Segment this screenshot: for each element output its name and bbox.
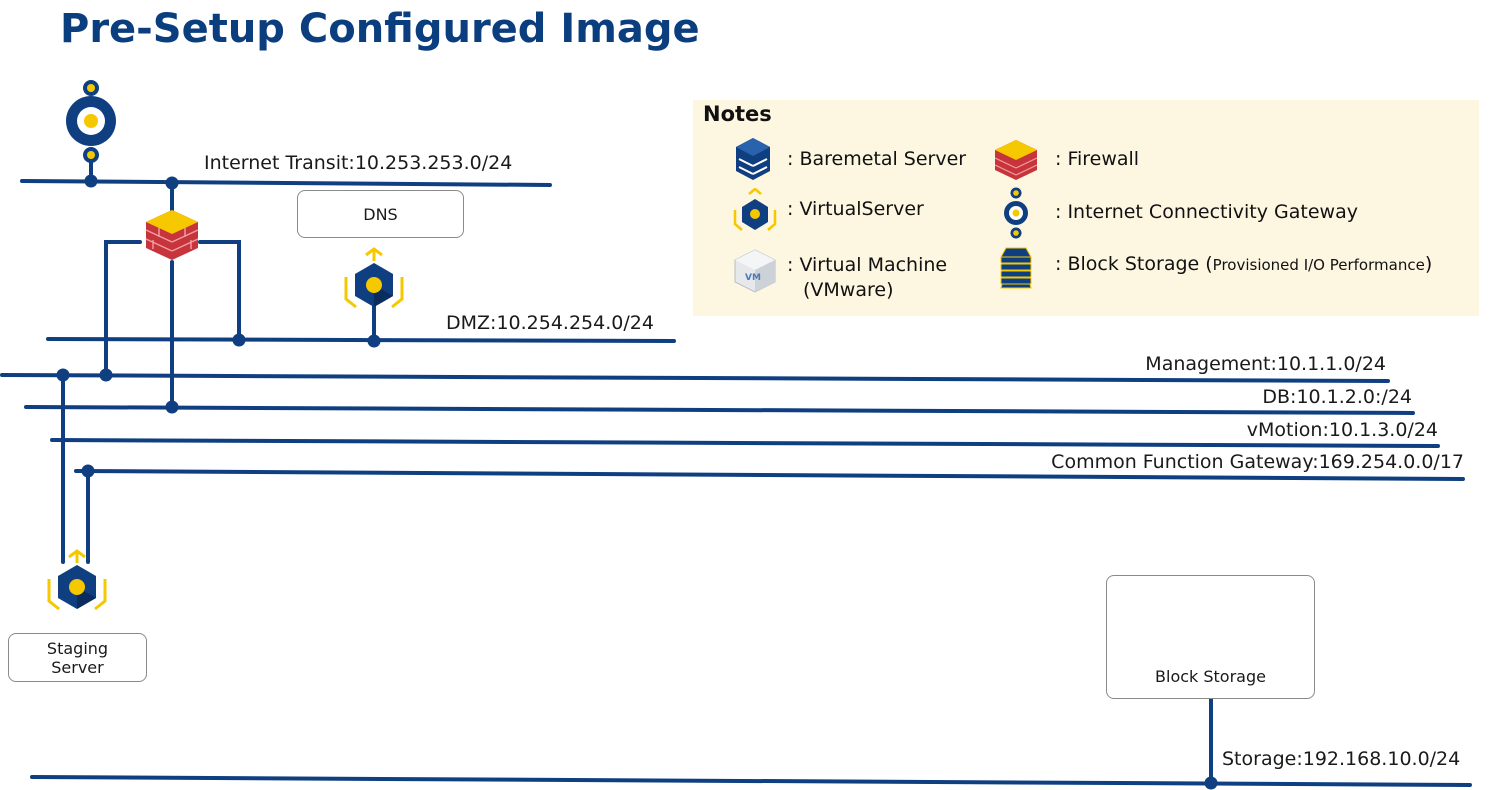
db-network-line <box>24 405 1415 415</box>
virtual-machine-icon: VM <box>734 249 776 293</box>
vmotion-network-line <box>50 438 1440 448</box>
notes-block-storage-text: : Block Storage ( <box>1055 253 1213 275</box>
notes-block-storage-small: Provisioned I/O Performance <box>1212 256 1425 274</box>
notes-internet-gateway-label: : Internet Connectivity Gateway <box>1055 201 1358 223</box>
storage-network-line <box>30 775 1472 787</box>
internet-gateway-legend-icon <box>1004 187 1028 239</box>
internet-transit-label: Internet Transit:10.253.253.0/24 <box>204 152 513 174</box>
page-title: Pre-Setup Configured Image <box>60 6 700 52</box>
dmz-network-line <box>46 337 676 343</box>
management-label: Management:10.1.1.0/24 <box>1145 353 1386 375</box>
staging-server-box: Staging Server <box>8 633 147 682</box>
staging-virtualserver-icon <box>47 549 107 611</box>
notes-block-storage-close: ) <box>1424 253 1433 275</box>
firewall-legend-icon <box>994 140 1038 180</box>
internet-gateway-icon <box>66 80 116 163</box>
internet-transit-network-line <box>20 179 552 187</box>
notes-virtual-machine-sublabel: (VMware) <box>803 279 894 301</box>
dns-label: DNS <box>363 204 398 224</box>
notes-legend: Notes : Baremetal Server : VirtualServer… <box>693 100 1479 316</box>
virtualserver-legend-icon <box>733 188 777 231</box>
dmz-label: DMZ:10.254.254.0/24 <box>446 312 654 334</box>
firewall-icon <box>145 209 199 261</box>
vmotion-label: vMotion:10.1.3.0/24 <box>1246 419 1438 441</box>
common-function-gateway-network-line <box>74 469 1465 481</box>
notes-baremetal-label: : Baremetal Server <box>787 148 967 170</box>
dns-box: DNS <box>297 190 464 238</box>
notes-firewall-label: : Firewall <box>1055 148 1140 170</box>
db-label: DB:10.1.2.0:/24 <box>1262 386 1412 408</box>
staging-server-label: Staging Server <box>46 638 109 677</box>
dns-virtualserver-icon <box>344 247 404 309</box>
baremetal-server-icon <box>736 138 770 180</box>
notes-block-storage-label: : Block Storage (Provisioned I/O Perform… <box>1055 253 1432 277</box>
block-storage-label: Block Storage <box>1155 667 1266 686</box>
vm-badge-text: VM <box>745 273 761 283</box>
block-storage-legend-icon <box>1000 247 1032 289</box>
notes-heading: Notes <box>703 102 772 126</box>
notes-virtual-machine-label: : Virtual Machine <box>787 254 948 276</box>
management-network-line <box>0 373 1390 383</box>
storage-label: Storage:192.168.10.0/24 <box>1222 748 1461 770</box>
block-storage-box: Block Storage <box>1106 575 1315 699</box>
notes-virtualserver-label: : VirtualServer <box>787 198 924 220</box>
common-function-gateway-label: Common Function Gateway:169.254.0.0/17 <box>1051 451 1464 473</box>
